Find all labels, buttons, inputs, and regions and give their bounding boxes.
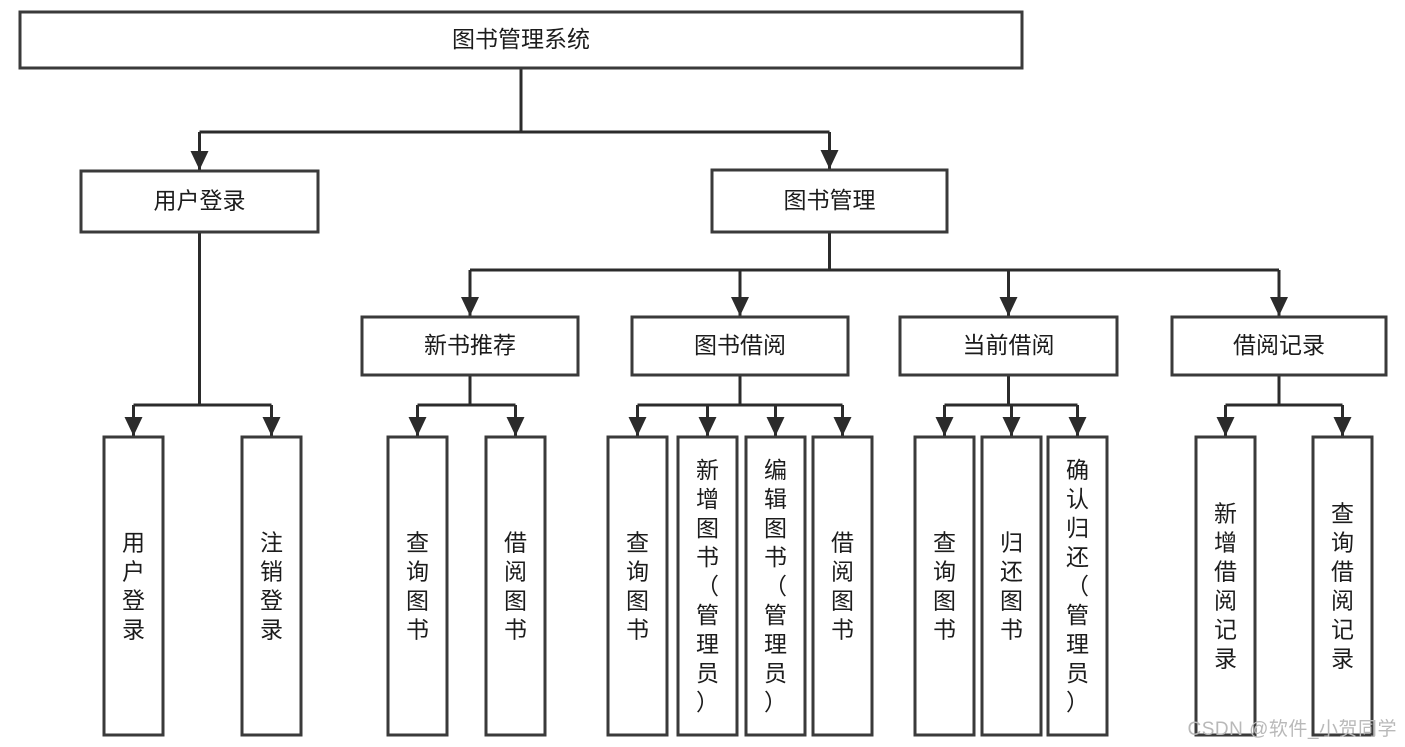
node-box (811, 435, 874, 737)
node-label: 查询图书 (626, 530, 649, 643)
leaf-node-用户登录[interactable]: 用户登录 (102, 435, 165, 737)
node-当前借阅[interactable]: 当前借阅 (898, 315, 1119, 377)
node-label: 确认归还（管理员） (1066, 457, 1089, 715)
node-box (79, 169, 320, 234)
node-label: 借阅图书 (504, 530, 527, 643)
leaf-node-注销登录[interactable]: 注销登录 (240, 435, 303, 737)
connector-layer (124, 68, 1352, 436)
node-box (386, 435, 449, 737)
leaf-node-新增图书（管理员）[interactable]: 新增图书（管理员） (676, 435, 739, 737)
leaf-node-查询图书[interactable]: 查询图书 (606, 435, 669, 737)
node-box (240, 435, 303, 737)
node-box (1170, 315, 1388, 377)
node-label: 新增图书（管理员） (696, 457, 719, 715)
node-图书管理[interactable]: 图书管理 (710, 168, 949, 234)
node-box (898, 315, 1119, 377)
node-box (1194, 435, 1257, 737)
node-layer: 图书管理系统用户登录图书管理新书推荐图书借阅当前借阅借阅记录用户登录注销登录查询… (18, 10, 1388, 737)
leaf-node-新增借阅记录[interactable]: 新增借阅记录 (1194, 435, 1257, 737)
node-label: 用户登录 (122, 530, 145, 643)
node-label: 查询图书 (933, 530, 956, 643)
leaf-node-查询借阅记录[interactable]: 查询借阅记录 (1311, 435, 1374, 737)
node-新书推荐[interactable]: 新书推荐 (360, 315, 580, 377)
node-label: 借阅图书 (831, 530, 854, 643)
node-box (102, 435, 165, 737)
node-label: 归还图书 (1000, 530, 1023, 643)
watermark-label: CSDN @软件_小贺同学 (1187, 719, 1397, 740)
node-label: 注销登录 (260, 530, 283, 643)
node-box (630, 315, 850, 377)
node-box (1046, 435, 1109, 737)
leaf-node-借阅图书[interactable]: 借阅图书 (811, 435, 874, 737)
node-图书借阅[interactable]: 图书借阅 (630, 315, 850, 377)
leaf-node-确认归还（管理员）[interactable]: 确认归还（管理员） (1046, 435, 1109, 737)
leaf-node-编辑图书（管理员）[interactable]: 编辑图书（管理员） (744, 435, 807, 737)
node-label: 新增借阅记录 (1214, 501, 1237, 672)
node-box (18, 10, 1024, 70)
node-label: 图书管理系统 (452, 26, 590, 52)
node-box (980, 435, 1043, 737)
node-box (744, 435, 807, 737)
node-label: 借阅记录 (1233, 332, 1325, 358)
node-label: 当前借阅 (963, 332, 1055, 358)
leaf-node-查询图书[interactable]: 查询图书 (913, 435, 976, 737)
node-用户登录[interactable]: 用户登录 (79, 169, 320, 234)
node-box (676, 435, 739, 737)
node-box (1311, 435, 1374, 737)
node-借阅记录[interactable]: 借阅记录 (1170, 315, 1388, 377)
node-label: 查询借阅记录 (1331, 501, 1354, 672)
node-box (360, 315, 580, 377)
node-label: 新书推荐 (424, 332, 516, 358)
node-label: 编辑图书（管理员） (764, 457, 787, 715)
node-box (710, 168, 949, 234)
leaf-node-查询图书[interactable]: 查询图书 (386, 435, 449, 737)
node-label: 图书管理 (784, 187, 876, 213)
node-box (606, 435, 669, 737)
leaf-node-借阅图书[interactable]: 借阅图书 (484, 435, 547, 737)
node-box (913, 435, 976, 737)
node-label: 图书借阅 (694, 332, 786, 358)
node-label: 用户登录 (154, 188, 246, 214)
node-label: 查询图书 (406, 530, 429, 643)
node-box (484, 435, 547, 737)
root-node-图书管理系统[interactable]: 图书管理系统 (18, 10, 1024, 70)
leaf-node-归还图书[interactable]: 归还图书 (980, 435, 1043, 737)
